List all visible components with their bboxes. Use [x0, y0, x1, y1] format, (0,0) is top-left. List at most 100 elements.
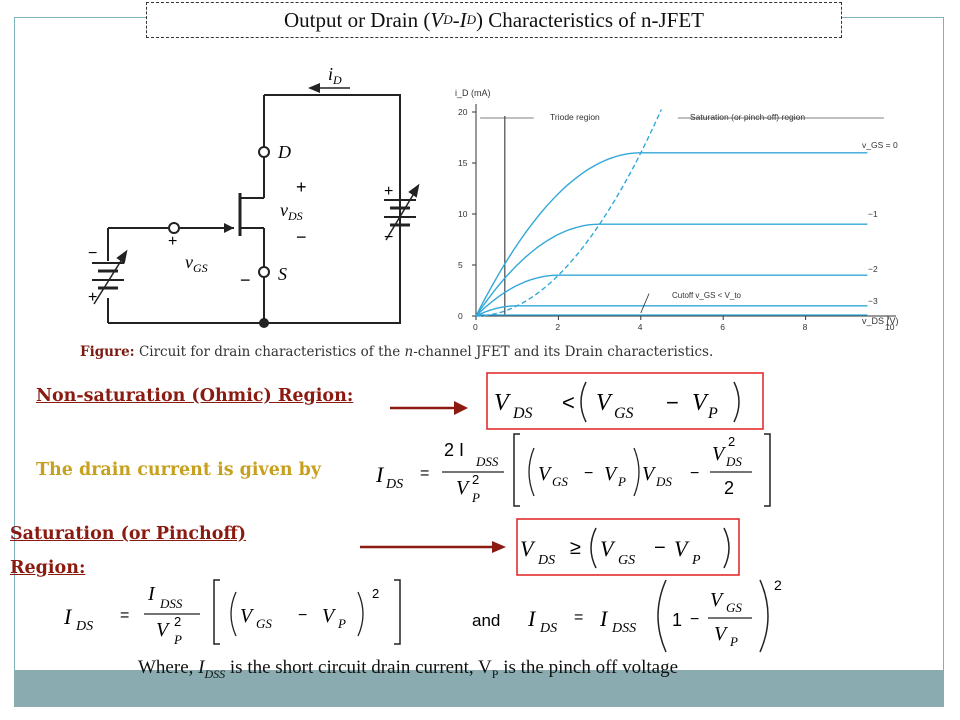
svg-text:V: V — [600, 536, 616, 561]
svg-text:−: − — [690, 465, 699, 482]
chart-x-tick-label: 4 — [638, 322, 643, 332]
svg-text:V: V — [714, 623, 729, 645]
svg-text:P: P — [617, 474, 626, 489]
svg-text:V: V — [322, 605, 337, 627]
svg-text:−: − — [690, 611, 699, 628]
svg-text:=: = — [420, 465, 429, 482]
svg-text:V: V — [604, 463, 619, 485]
svg-text:GS: GS — [614, 405, 634, 422]
svg-text:DSS: DSS — [475, 454, 499, 469]
drain-characteristics-chart: i_D (mA) v_DS (V) Triode region Saturati… — [455, 88, 899, 332]
svg-text:2: 2 — [774, 577, 782, 593]
svg-text:V: V — [712, 443, 727, 465]
svg-text:−: − — [298, 607, 307, 624]
slide-footer-bar — [14, 670, 944, 707]
chart-x-tick-label: 2 — [555, 322, 560, 332]
svg-text:1: 1 — [672, 610, 682, 630]
svg-text:DS: DS — [75, 619, 93, 634]
gate-arrow-icon — [224, 223, 234, 233]
svg-text:V: V — [692, 390, 709, 416]
nonsaturation-heading: Non-saturation (Ohmic) Region: — [36, 386, 354, 406]
svg-text:I: I — [599, 606, 609, 631]
chart-region-label-triode: Triode region — [550, 112, 600, 122]
svg-text:V: V — [156, 619, 171, 641]
saturation-heading: Saturation (or Pinchoff) — [10, 524, 247, 544]
svg-text:−: − — [584, 465, 593, 482]
svg-text:2: 2 — [472, 472, 479, 487]
svg-text:P: P — [707, 405, 718, 422]
gate-terminal — [168, 222, 180, 234]
svg-text:I: I — [527, 606, 537, 631]
source-terminal — [258, 266, 270, 278]
id-label: iD — [328, 64, 342, 87]
current-arrow-icon — [308, 83, 350, 93]
svg-text:DS: DS — [539, 621, 557, 636]
chart-y-tick-label: 20 — [458, 107, 468, 117]
svg-text:GS: GS — [552, 474, 568, 489]
sat-arrow-icon — [360, 541, 506, 553]
sat-condition-equation: V DS ≥ V GS − V P — [516, 518, 740, 576]
chart-series-line-2 — [475, 274, 868, 317]
right-variable-battery-icon — [384, 183, 420, 241]
left-variable-battery-icon — [92, 249, 128, 305]
svg-text:P: P — [729, 634, 738, 649]
svg-text:2: 2 — [728, 434, 735, 449]
svg-text:P: P — [173, 632, 182, 647]
chart-series-label-3: −3 — [868, 296, 878, 306]
chart-series-label-1: −1 — [868, 209, 878, 219]
svg-text:−: − — [654, 537, 666, 559]
chart-x-tick-label: 10 — [885, 322, 895, 332]
svg-text:DSS: DSS — [159, 596, 183, 611]
chart-series-label-0: v_GS = 0 — [862, 140, 898, 150]
chart-y-tick-label: 5 — [458, 260, 463, 270]
ground-node — [259, 318, 269, 328]
drain-current-heading: The drain current is given by — [36, 460, 322, 480]
chart-y-tick-label: 10 — [458, 209, 468, 219]
right-battery-minus: − — [384, 229, 393, 246]
jfet-circuit-diagram: iD D S + vDS − + vGS − − + + − — [88, 64, 420, 328]
svg-text:V: V — [240, 605, 255, 627]
svg-text:DS: DS — [655, 474, 672, 489]
vgs-plus: + — [168, 233, 177, 250]
svg-text:P: P — [337, 616, 346, 631]
svg-text:DS: DS — [512, 405, 533, 422]
vgs-minus: − — [240, 270, 251, 290]
drain-terminal — [258, 146, 270, 158]
chart-series-label-2: −2 — [868, 264, 878, 274]
svg-text:<: < — [562, 390, 575, 415]
svg-text:V: V — [538, 463, 553, 485]
saturation-heading-region: Region: — [10, 558, 86, 578]
svg-text:=: = — [574, 609, 583, 626]
left-battery-plus: + — [88, 289, 97, 306]
source-label: S — [278, 264, 287, 284]
chart-series-line-1 — [475, 223, 868, 317]
ohmic-drain-current-equation: I DS = 2 I DSS V 2 P V GS − V P V DS − V… — [375, 433, 771, 507]
svg-text:V: V — [456, 477, 471, 499]
svg-text:=: = — [120, 607, 129, 624]
svg-text:2: 2 — [372, 586, 379, 601]
svg-text:V: V — [674, 536, 690, 561]
svg-text:and: and — [472, 611, 500, 630]
vds-minus: − — [296, 227, 307, 247]
svg-text:2: 2 — [174, 614, 181, 629]
svg-text:2 I: 2 I — [444, 440, 464, 460]
chart-xlabel: v_DS (V) — [862, 316, 899, 326]
svg-text:DSS: DSS — [611, 621, 636, 636]
svg-text:DS: DS — [725, 454, 742, 469]
svg-text:I: I — [375, 462, 385, 487]
svg-text:V: V — [520, 536, 536, 561]
svg-text:DS: DS — [385, 477, 403, 492]
chart-ylabel: i_D (mA) — [455, 88, 491, 98]
chart-x-tick-label: 6 — [720, 322, 725, 332]
chart-pinchoff-boundary — [475, 109, 663, 317]
vgs-label: vGS — [185, 252, 208, 275]
svg-text:P: P — [471, 490, 480, 505]
svg-text:I: I — [147, 583, 156, 605]
svg-text:DS: DS — [537, 553, 555, 568]
chart-cutoff-label: Cutoff v_GS < V_to — [672, 291, 742, 300]
chart-x-tick-label: 8 — [803, 322, 808, 332]
right-battery-plus: + — [384, 183, 393, 200]
definition-note: Where, IDSS is the short circuit drain c… — [138, 657, 679, 681]
vds-label: vDS — [280, 200, 303, 223]
